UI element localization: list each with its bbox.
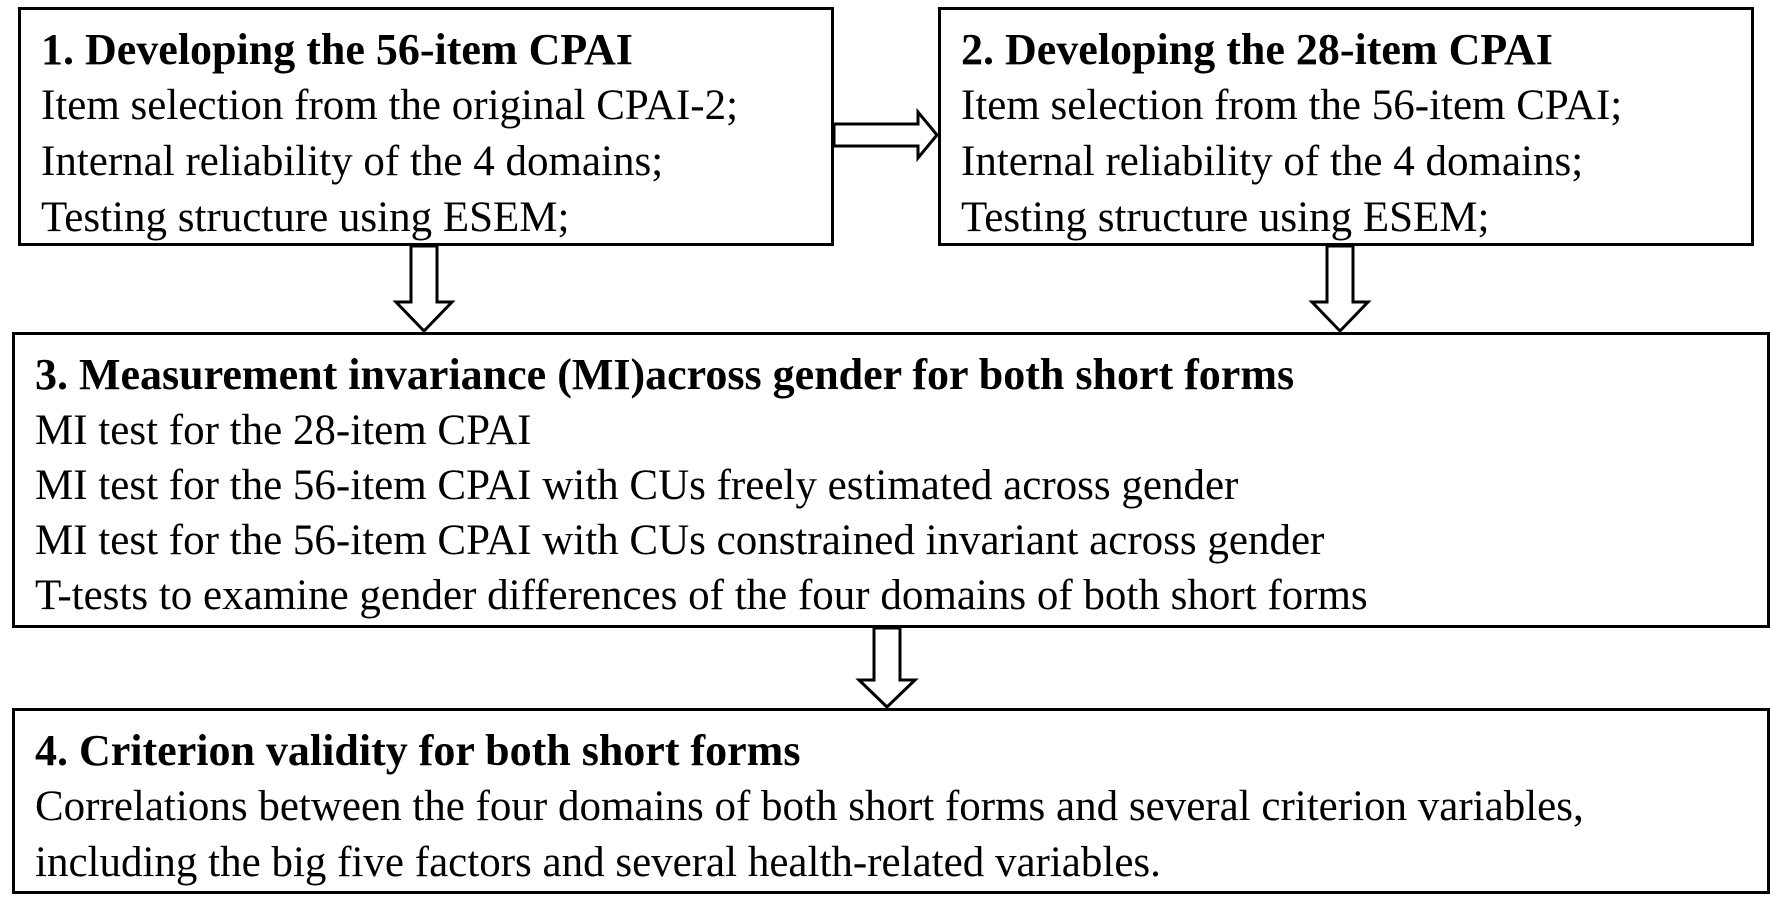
step-1-line: Testing structure using ESEM; bbox=[41, 194, 570, 241]
step-2-box: 2. Developing the 28-item CPAI Item sele… bbox=[938, 7, 1754, 246]
step-1-line: Internal reliability of the 4 domains; bbox=[41, 138, 664, 185]
step-1-line: Item selection from the original CPAI-2; bbox=[41, 82, 739, 129]
step-4-line: Correlations between the four domains of… bbox=[35, 783, 1584, 830]
step-4-box: 4. Criterion validity for both short for… bbox=[12, 708, 1770, 894]
step-2-line: Item selection from the 56-item CPAI; bbox=[961, 82, 1623, 129]
step-3-line: MI test for the 28-item CPAI bbox=[35, 407, 532, 454]
step-2-line: Internal reliability of the 4 domains; bbox=[961, 138, 1584, 185]
step-2-line: Testing structure using ESEM; bbox=[961, 194, 1490, 241]
step-1-title: 1. Developing the 56-item CPAI bbox=[41, 25, 633, 74]
step-4-title: 4. Criterion validity for both short for… bbox=[35, 726, 801, 775]
arrow-down-icon bbox=[392, 244, 456, 334]
step-4-line: including the big five factors and sever… bbox=[35, 839, 1161, 886]
step-1-box: 1. Developing the 56-item CPAI Item sele… bbox=[18, 7, 834, 246]
arrow-down-icon bbox=[1308, 244, 1372, 334]
arrow-down-icon bbox=[855, 626, 919, 710]
step-3-box: 3. Measurement invariance (MI)across gen… bbox=[12, 332, 1770, 628]
step-3-title: 3. Measurement invariance (MI)across gen… bbox=[35, 350, 1295, 399]
step-3-line: MI test for the 56-item CPAI with CUs fr… bbox=[35, 462, 1239, 509]
step-3-line: MI test for the 56-item CPAI with CUs co… bbox=[35, 517, 1325, 564]
step-3-line: T-tests to examine gender differences of… bbox=[35, 572, 1368, 619]
arrow-right-icon bbox=[832, 107, 939, 163]
step-2-title: 2. Developing the 28-item CPAI bbox=[961, 25, 1553, 74]
